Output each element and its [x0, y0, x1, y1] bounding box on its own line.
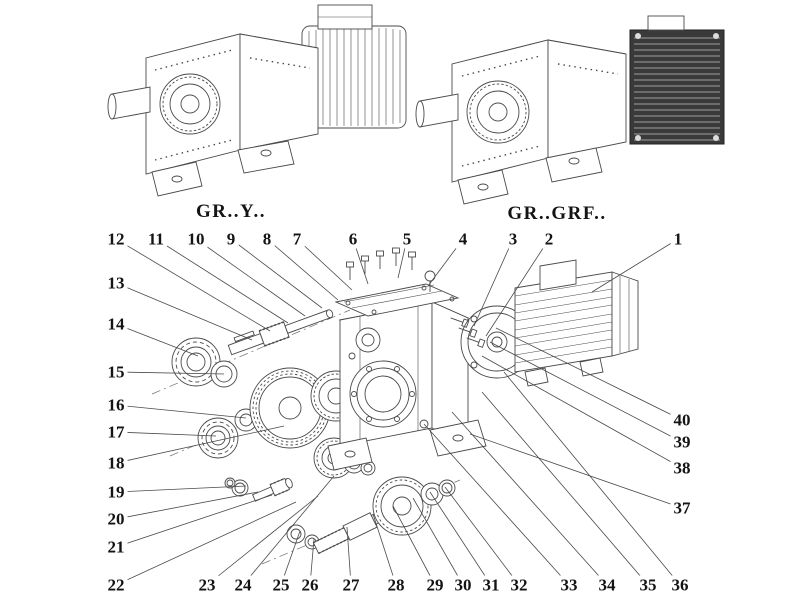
leader-line-40	[495, 327, 683, 421]
leader-line-9	[230, 238, 323, 309]
foot-left	[327, 437, 373, 471]
leader-line-27	[346, 526, 352, 586]
leader-line-39	[489, 341, 683, 443]
leader-line-24	[242, 475, 335, 586]
drain-plug	[419, 419, 429, 429]
leader-line-4	[427, 238, 464, 287]
leader-line-15	[115, 371, 225, 375]
ring-small-4	[224, 477, 236, 489]
leader-line-35	[481, 391, 649, 586]
leader-line-3	[473, 238, 514, 327]
leader-line-10	[195, 238, 306, 317]
leader-line-5	[397, 238, 408, 279]
mounting-feet	[151, 140, 295, 197]
terminal-box	[539, 259, 577, 291]
leader-line-29	[392, 505, 436, 586]
leader-line-17	[115, 431, 217, 437]
gear-output	[372, 476, 432, 536]
gearmotor-drawing-gr-grf	[415, 15, 725, 205]
housing-cover	[334, 283, 460, 317]
model-label-gr-y: GR..Y..	[196, 201, 266, 222]
bearing-2	[197, 417, 239, 459]
output-hub	[107, 73, 221, 135]
ring-small-5	[286, 524, 306, 544]
motor-exploded	[514, 259, 639, 387]
exploded-view	[151, 247, 639, 565]
leader-line-2	[485, 238, 550, 337]
gearmotor-drawing-gr-y	[107, 4, 407, 197]
leader-line-33	[423, 423, 570, 586]
leader-line-11	[155, 238, 289, 324]
output-hub	[415, 80, 530, 144]
input-shaft	[227, 309, 334, 356]
leader-line-8	[266, 238, 339, 301]
leader-line-36	[503, 371, 681, 586]
leader-line-23	[206, 495, 319, 586]
leader-line-38	[481, 355, 683, 469]
leader-line-32	[444, 486, 520, 586]
output-bore	[349, 360, 417, 428]
output-shaft	[111, 86, 151, 120]
leader-line-6	[352, 238, 369, 285]
cover-bolts	[346, 247, 436, 292]
leader-line-22	[115, 501, 297, 586]
flange-bolts	[450, 317, 486, 348]
leader-line-13	[115, 282, 253, 341]
leader-line-37	[469, 433, 683, 509]
leader-line-16	[115, 404, 247, 419]
pinion-shaft	[252, 477, 293, 502]
leader-line-1	[591, 238, 679, 293]
motor-body	[301, 4, 407, 129]
ring-small-8	[438, 479, 456, 497]
mounting-feet	[457, 147, 603, 205]
leader-line-20	[115, 491, 259, 520]
leader-line-19	[115, 485, 247, 493]
leader-line-14	[115, 323, 199, 357]
leader-line-21	[115, 494, 273, 548]
leader-line-34	[451, 411, 608, 586]
fan-cowl	[611, 271, 639, 357]
leader-line-7	[296, 238, 353, 291]
leader-line-31	[429, 491, 492, 586]
gearbox-housing	[327, 301, 487, 471]
leader-line-30	[412, 497, 464, 586]
leader-line-12	[115, 238, 271, 332]
leader-lines	[115, 238, 683, 586]
leader-line-18	[115, 425, 285, 464]
leader-line-28	[372, 513, 397, 586]
motor-body-dark	[629, 15, 725, 145]
model-label-gr-grf: GR..GRF..	[507, 203, 607, 224]
